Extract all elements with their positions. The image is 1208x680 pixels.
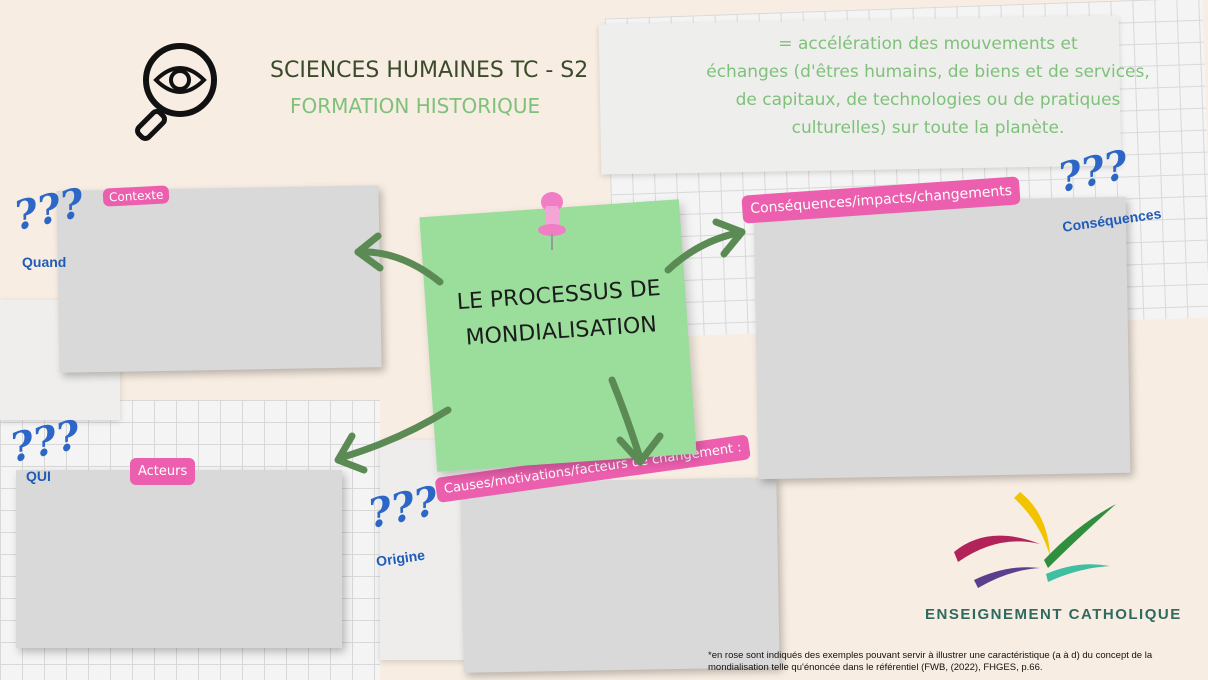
acteurs-box[interactable] — [16, 470, 342, 648]
logo-text: ENSEIGNEMENT CATHOLIQUE — [925, 606, 1182, 623]
arrow-to-acteurs — [336, 406, 452, 462]
arrow-to-causes — [608, 376, 644, 462]
page-title: SCIENCES HUMAINES TC - S2 — [270, 58, 589, 83]
enseignement-catholique-logo — [948, 484, 1118, 598]
definition-text: = accélération des mouvements et échange… — [706, 34, 1150, 138]
pushpin-icon — [532, 190, 572, 256]
page-subtitle: FORMATION HISTORIQUE — [290, 94, 541, 118]
acteurs-tag: Acteurs — [130, 458, 196, 485]
magnifier-eye-icon — [130, 38, 230, 148]
arrow-to-contexte — [354, 248, 444, 286]
qui-label: QUI — [26, 468, 51, 484]
arrow-to-consequences — [664, 228, 746, 274]
quand-label: Quand — [22, 254, 67, 270]
footnote: *en rose sont indiqués des exemples pouv… — [708, 650, 1153, 673]
